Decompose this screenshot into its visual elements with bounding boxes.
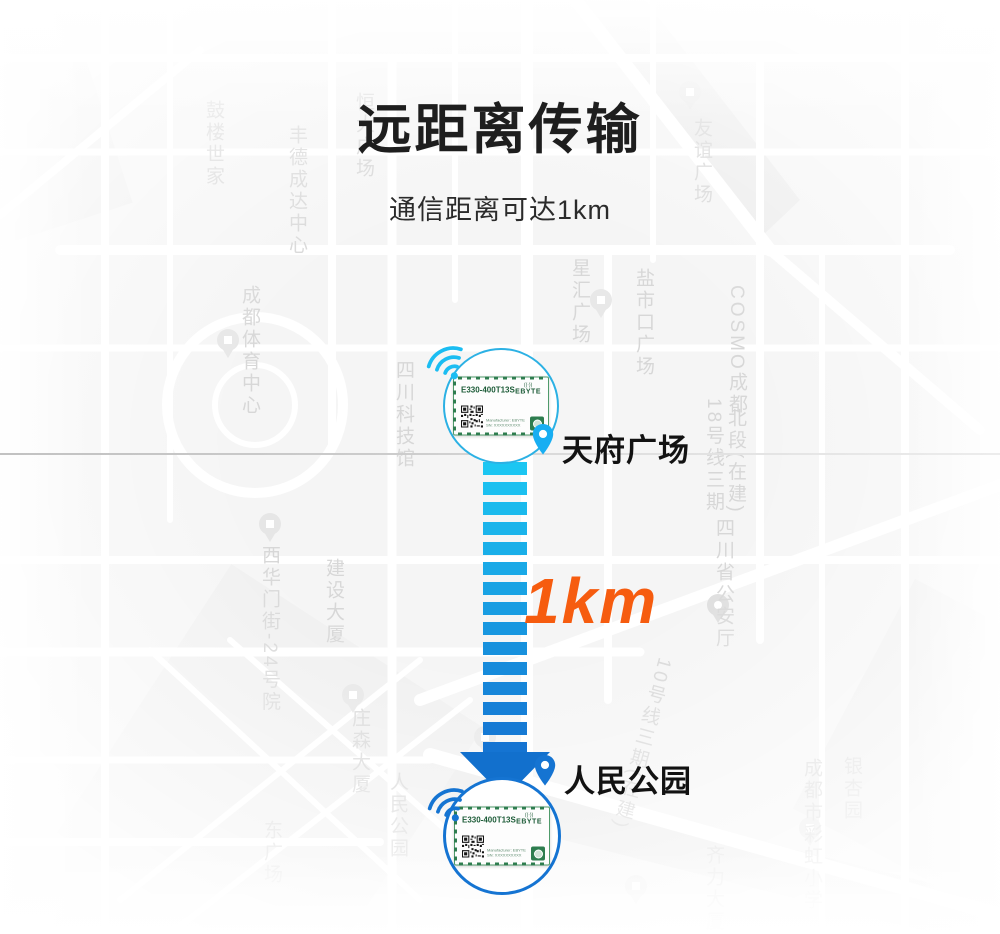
map-label: 银杏园 bbox=[841, 756, 862, 822]
pcb-castellation bbox=[458, 432, 544, 436]
sn-line: SN: XXXXXXXXXX bbox=[487, 853, 522, 858]
arrow-dashes bbox=[483, 462, 527, 762]
pcb-castellation bbox=[454, 811, 457, 861]
brand-name: EBYTE bbox=[516, 818, 542, 826]
map-label: 北段(在建) bbox=[725, 408, 746, 515]
qr-code-icon bbox=[461, 405, 483, 428]
distance-label: 1km bbox=[524, 565, 659, 637]
arrow-dash bbox=[483, 522, 527, 535]
module-meta: Manufacturer: EBYTE SN: XXXXXXXXXX bbox=[486, 418, 546, 428]
wifi-signal-icon bbox=[427, 788, 464, 822]
antenna-connector bbox=[531, 846, 545, 861]
manufacturer-line: Manufacturer: EBYTE bbox=[487, 848, 526, 853]
map-label: 人民公园 bbox=[387, 772, 408, 860]
brand-logo: ((·)) EBYTE bbox=[515, 383, 541, 396]
arrow-dash bbox=[483, 542, 527, 555]
module-meta: Manufacturer: EBYTE SN: XXXXXXXXXX bbox=[487, 848, 547, 858]
page-subtitle: 通信距离可达1km bbox=[388, 195, 611, 225]
arrow-dash bbox=[483, 502, 527, 515]
map-label: 东广场 bbox=[261, 820, 282, 886]
arrow-dash bbox=[483, 722, 527, 735]
qr-code-icon bbox=[462, 835, 484, 858]
arrow-dash bbox=[483, 462, 527, 475]
arrow-dash bbox=[483, 662, 527, 675]
map-label: 庄森大厦 bbox=[349, 708, 370, 796]
wifi-signal-icon bbox=[426, 346, 463, 380]
module-model: E330-400T13S bbox=[461, 385, 515, 395]
arrow-dash bbox=[483, 622, 527, 635]
page-title: 远距离传输 bbox=[357, 100, 643, 160]
brand-logo: ((·)) EBYTE bbox=[516, 813, 542, 826]
rf-module-bottom: E330-400T13S ((·)) EBYTE Manufacturer: E… bbox=[454, 806, 550, 866]
map-label: 建设大厦 bbox=[323, 558, 344, 646]
location-label-top: 天府广场 bbox=[562, 433, 690, 468]
module-model: E330-400T13S bbox=[462, 815, 516, 825]
arrow-dash bbox=[483, 482, 527, 495]
location-label-bottom: 人民公园 bbox=[564, 764, 692, 799]
arrow-dash bbox=[483, 582, 527, 595]
map-label: 西华门街-24号院 bbox=[259, 545, 280, 714]
arrow-dash bbox=[483, 702, 527, 715]
map-label: 盐市口广场 bbox=[633, 268, 654, 378]
antenna-mark-icon: ((·)) bbox=[523, 382, 533, 389]
map-label: 成都市彩虹小学 bbox=[801, 758, 822, 912]
brand-name: EBYTE bbox=[515, 388, 541, 396]
arrow-dash bbox=[483, 682, 527, 695]
arrow-dash bbox=[483, 742, 527, 755]
map-label: 齐力大厦 bbox=[703, 845, 724, 933]
rf-module-top: E330-400T13S ((·)) EBYTE Manufacturer: E… bbox=[453, 376, 549, 436]
map-label: 四川省公安厅 bbox=[713, 518, 734, 650]
arrow-dash bbox=[483, 642, 527, 655]
pcb-castellation bbox=[453, 381, 456, 431]
map-label: 10号线三期(在建) bbox=[608, 655, 675, 833]
map-label: 成都体育中心 bbox=[239, 285, 260, 417]
map-label: COSMO成都 bbox=[726, 285, 747, 416]
location-pin-icon bbox=[534, 754, 556, 786]
pcb-castellation bbox=[459, 862, 545, 866]
pcb-castellation bbox=[459, 806, 545, 810]
location-pin-icon bbox=[532, 423, 554, 455]
pcb-castellation bbox=[458, 376, 544, 380]
arrow-dash bbox=[483, 562, 527, 575]
map-label: 星汇广场 bbox=[569, 258, 590, 346]
device-circle-bottom: E330-400T13S ((·)) EBYTE Manufacturer: E… bbox=[443, 777, 561, 895]
manufacturer-line: Manufacturer: EBYTE bbox=[486, 418, 525, 423]
sn-line: SN: XXXXXXXXXX bbox=[486, 423, 521, 428]
antenna-mark-icon: ((·)) bbox=[524, 812, 534, 819]
arrow-dash bbox=[483, 602, 527, 615]
